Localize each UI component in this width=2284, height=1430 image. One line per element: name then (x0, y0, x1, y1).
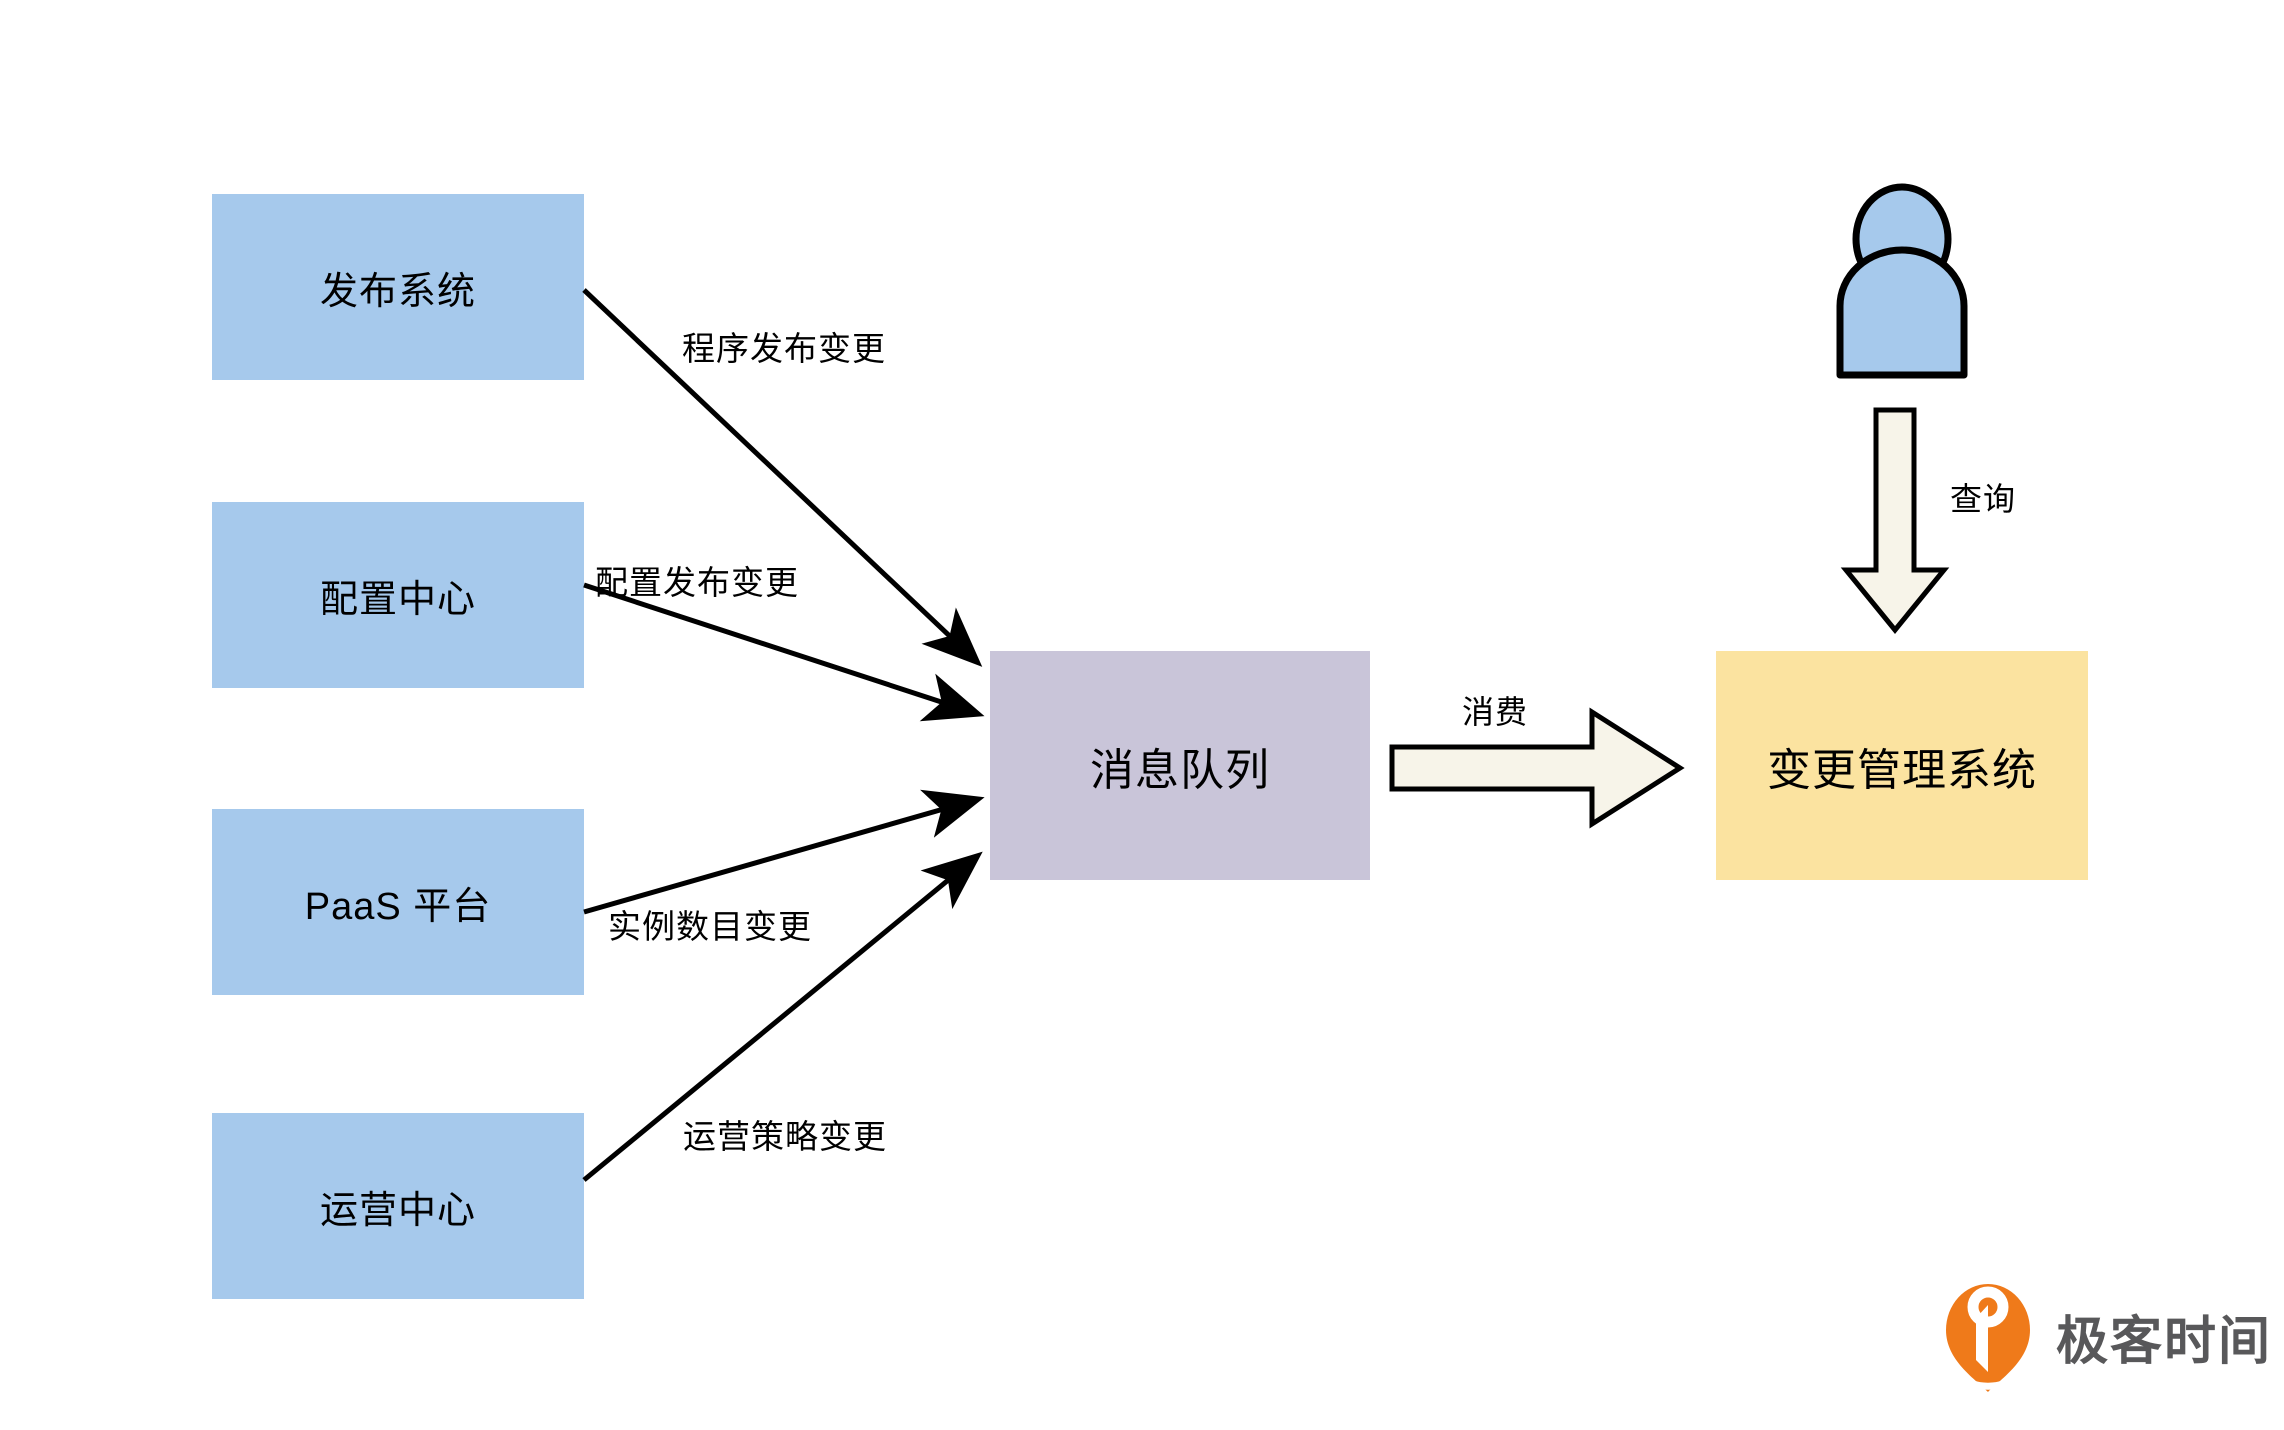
logo-mark-spacer (1944, 1288, 2040, 1384)
node-label: 变更管理系统 (1767, 745, 2037, 795)
node-label: 消息队列 (1090, 745, 1270, 795)
node-label: 配置中心 (319, 578, 476, 621)
node-change-management-system[interactable]: 变更管理系统 (1716, 651, 2088, 880)
edge-config-center-to-queue (583, 582, 985, 722)
block-arrow-query (1840, 407, 1950, 634)
node-config-center[interactable]: 配置中心 (212, 502, 584, 688)
edge-label-config-release-change: 配置发布变更 (595, 564, 799, 601)
node-message-queue[interactable]: 消息队列 (990, 651, 1370, 880)
node-release-system[interactable]: 发布系统 (212, 194, 584, 380)
node-label: 运营中心 (319, 1189, 476, 1232)
block-arrow-consume (1389, 707, 1685, 829)
edge-label-program-release-change: 程序发布变更 (682, 330, 886, 367)
user-actor-icon (1836, 183, 1968, 379)
flow-label-consume: 消费 (1462, 694, 1529, 730)
flow-label-query: 查询 (1950, 481, 2017, 517)
logo-text: 极客时间 (2056, 1312, 2273, 1371)
node-label: 发布系统 (319, 270, 476, 313)
edge-label-instance-count-change: 实例数目变更 (608, 908, 812, 945)
edge-label-operation-policy-change: 运营策略变更 (683, 1118, 887, 1155)
node-operations-center[interactable]: 运营中心 (212, 1113, 584, 1299)
edge-paas-platform-to-queue (583, 789, 985, 915)
node-label: PaaS 平台 (304, 885, 492, 928)
brand-logo: 极客时间 (1944, 1288, 2272, 1384)
node-paas-platform[interactable]: PaaS 平台 (212, 809, 584, 995)
